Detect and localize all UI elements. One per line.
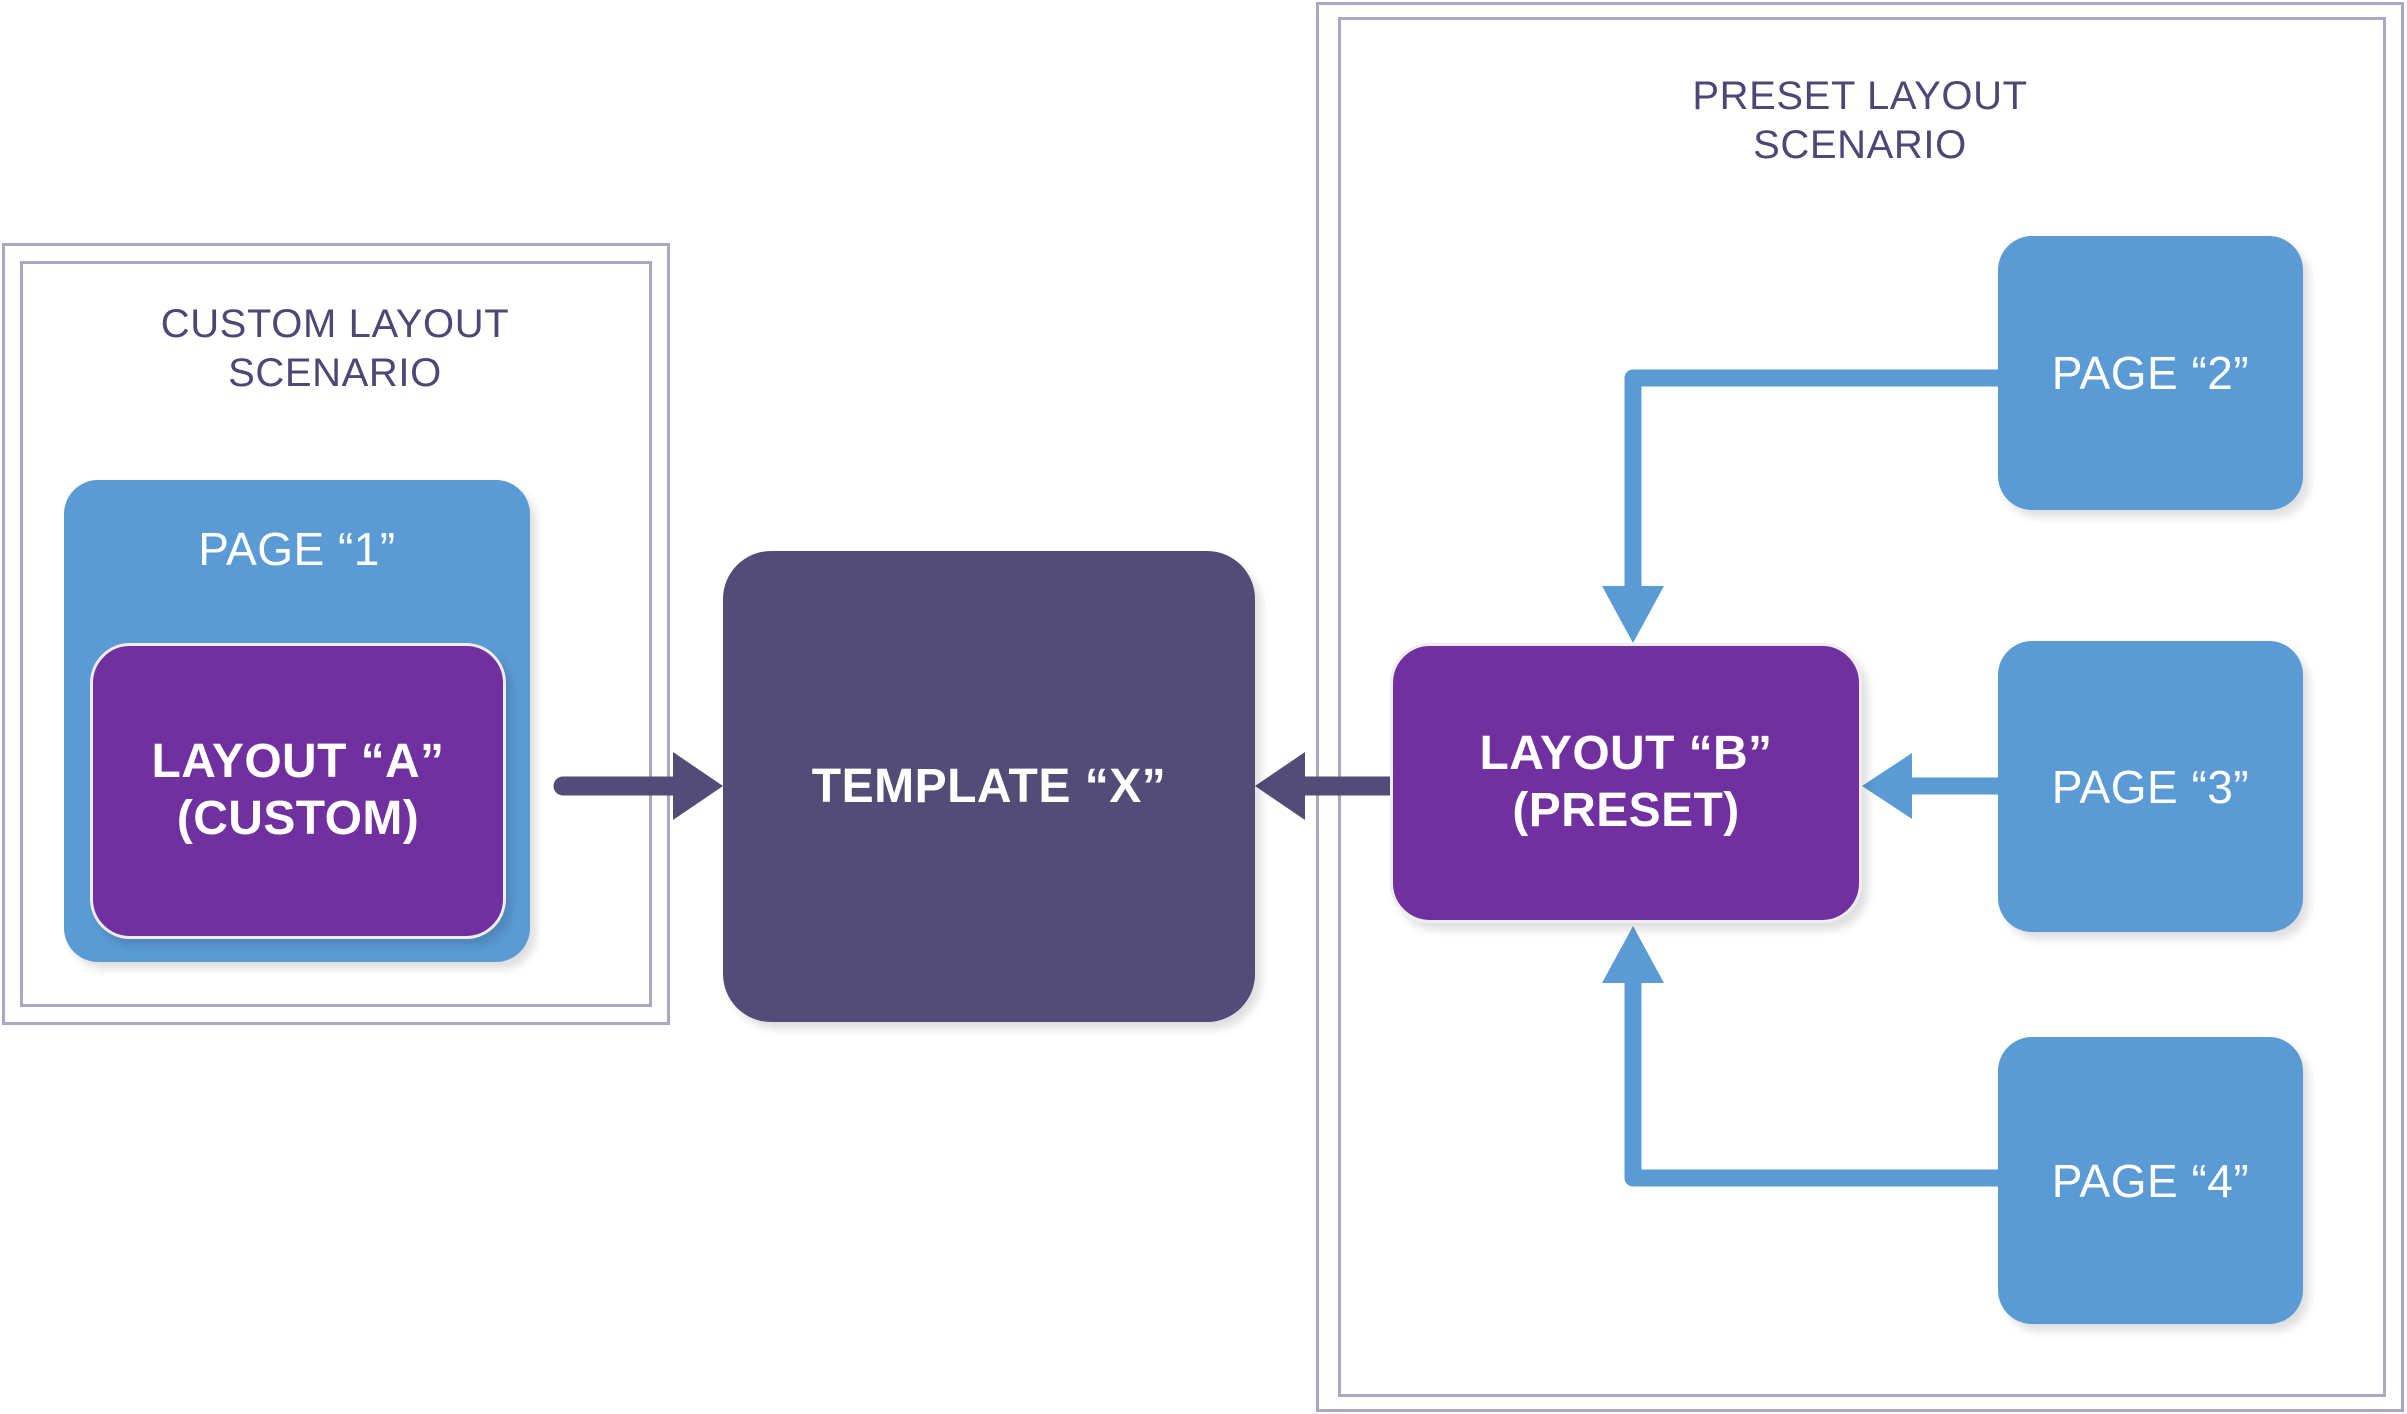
page-2-node[interactable]: PAGE “2”: [1998, 236, 2303, 510]
page-1-label: PAGE “1”: [198, 523, 396, 575]
preset-scenario-caption: PRESET LAYOUT SCENARIO: [1692, 74, 2028, 167]
page-3-node[interactable]: PAGE “3”: [1998, 641, 2303, 932]
layout-b-node[interactable]: LAYOUT “B” (PRESET): [1390, 643, 1862, 923]
page-3-label: PAGE “3”: [2051, 760, 2250, 813]
layout-a-label: LAYOUT “A” (CUSTOM): [151, 735, 445, 845]
layout-b-label: LAYOUT “B” (PRESET): [1479, 727, 1773, 837]
layout-a-node[interactable]: LAYOUT “A” (CUSTOM): [90, 643, 506, 939]
preset-scenario-outer-frame: [1316, 2, 2404, 1412]
template-x-node[interactable]: TEMPLATE “X”: [723, 551, 1255, 1022]
template-x-label: TEMPLATE “X”: [811, 760, 1167, 813]
custom-scenario-caption: CUSTOM LAYOUT SCENARIO: [160, 302, 510, 395]
page-4-node[interactable]: PAGE “4”: [1998, 1037, 2303, 1324]
page-2-label: PAGE “2”: [2051, 347, 2250, 399]
page-4-label: PAGE “4”: [2051, 1154, 2250, 1207]
custom-scenario-inner-frame: [20, 261, 652, 1007]
custom-scenario-outer-frame: [2, 243, 670, 1025]
preset-scenario-inner-frame: [1338, 17, 2386, 1397]
